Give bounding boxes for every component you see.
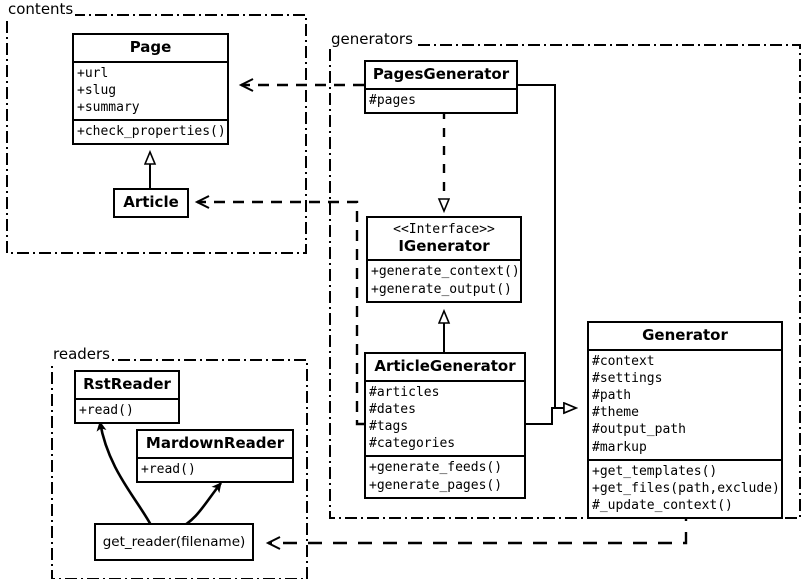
class-name-pagesgenerator: PagesGenerator bbox=[372, 65, 510, 83]
method-get-files: +get_files(path,exclude) bbox=[592, 480, 780, 496]
attribute-markup: #markup bbox=[592, 439, 647, 455]
attribute-settings: #settings bbox=[592, 370, 663, 386]
class-box-article[interactable]: Article bbox=[113, 188, 189, 218]
class-methods-generator: +get_templates() +get_files(path,exclude… bbox=[589, 458, 781, 517]
class-box-articlegenerator[interactable]: ArticleGenerator #articles #dates #tags … bbox=[364, 352, 526, 499]
method-read-rstreader: +read() bbox=[79, 402, 134, 418]
method-update-context: #_update_context() bbox=[592, 498, 733, 514]
package-label-contents: contents bbox=[6, 0, 76, 18]
attribute-tags: #tags bbox=[369, 419, 409, 435]
class-methods-igenerator: +generate_context() +generate_output() bbox=[368, 259, 520, 300]
method-generate-output: +generate_output() bbox=[371, 281, 512, 297]
package-label-readers: readers bbox=[51, 345, 112, 363]
method-generate-context: +generate_context() bbox=[371, 264, 520, 280]
class-name-mardownreader: MardownReader bbox=[145, 434, 285, 452]
link-articlegenerator-to-article bbox=[194, 195, 364, 426]
attribute-path: #path bbox=[592, 388, 632, 404]
attribute-summary: +summary bbox=[77, 100, 140, 116]
class-box-rstreader[interactable]: RstReader +read() bbox=[74, 370, 180, 424]
class-name-igenerator: <<Interface>> IGenerator bbox=[368, 218, 520, 259]
method-generate-pages: +generate_pages() bbox=[369, 477, 503, 493]
method-check-properties: +check_properties() bbox=[77, 124, 226, 140]
function-box-get-reader[interactable]: get_reader(filename) bbox=[94, 523, 254, 561]
class-methods-page: +check_properties() bbox=[74, 119, 227, 143]
class-attributes-pagesgenerator: #pages bbox=[366, 87, 516, 112]
class-box-page[interactable]: Page +url +slug +summary +check_properti… bbox=[72, 33, 229, 146]
link-articlegenerator-to-generator bbox=[526, 408, 576, 425]
class-attributes-articlegenerator: #articles #dates #tags #categories bbox=[366, 379, 524, 456]
class-attributes-page: +url +slug +summary bbox=[74, 60, 227, 119]
package-label-generators: generators bbox=[329, 30, 415, 48]
attribute-categories: #categories bbox=[369, 436, 456, 452]
class-stereotype-igenerator: <<Interface>> bbox=[393, 222, 495, 237]
attribute-url: +url bbox=[77, 65, 109, 81]
class-methods-mardownreader: +read() bbox=[138, 456, 292, 481]
attribute-pages: #pages bbox=[369, 92, 416, 108]
attribute-theme: #theme bbox=[592, 405, 639, 421]
class-name-rstreader: RstReader bbox=[83, 375, 171, 393]
attribute-context: #context bbox=[592, 353, 655, 369]
class-attributes-generator: #context #settings #path #theme #output_… bbox=[589, 348, 781, 459]
class-box-pagesgenerator[interactable]: PagesGenerator #pages bbox=[364, 60, 518, 114]
class-name-page: Page bbox=[129, 38, 172, 56]
class-methods-rstreader: +read() bbox=[76, 397, 178, 422]
attribute-output-path: #output_path bbox=[592, 422, 686, 438]
method-read-mardownreader: +read() bbox=[141, 461, 196, 477]
class-name-generator: Generator bbox=[642, 326, 728, 344]
class-box-generator[interactable]: Generator #context #settings #path #them… bbox=[587, 321, 783, 520]
function-label-get-reader: get_reader(filename) bbox=[102, 534, 246, 550]
class-box-igenerator[interactable]: <<Interface>> IGenerator +generate_conte… bbox=[366, 216, 522, 303]
attribute-slug: +slug bbox=[77, 82, 117, 98]
class-name-article: Article bbox=[123, 193, 179, 211]
method-get-templates: +get_templates() bbox=[592, 463, 718, 479]
class-name-articlegenerator: ArticleGenerator bbox=[374, 357, 516, 375]
class-box-mardownreader[interactable]: MardownReader +read() bbox=[136, 429, 294, 483]
attribute-articles: #articles bbox=[369, 384, 440, 400]
link-pagesgenerator-to-generator bbox=[518, 84, 576, 408]
method-generate-feeds: +generate_feeds() bbox=[369, 460, 503, 476]
class-title-igenerator: IGenerator bbox=[398, 236, 490, 255]
class-methods-articlegenerator: +generate_feeds() +generate_pages() bbox=[366, 455, 524, 496]
attribute-dates: #dates bbox=[369, 401, 416, 417]
